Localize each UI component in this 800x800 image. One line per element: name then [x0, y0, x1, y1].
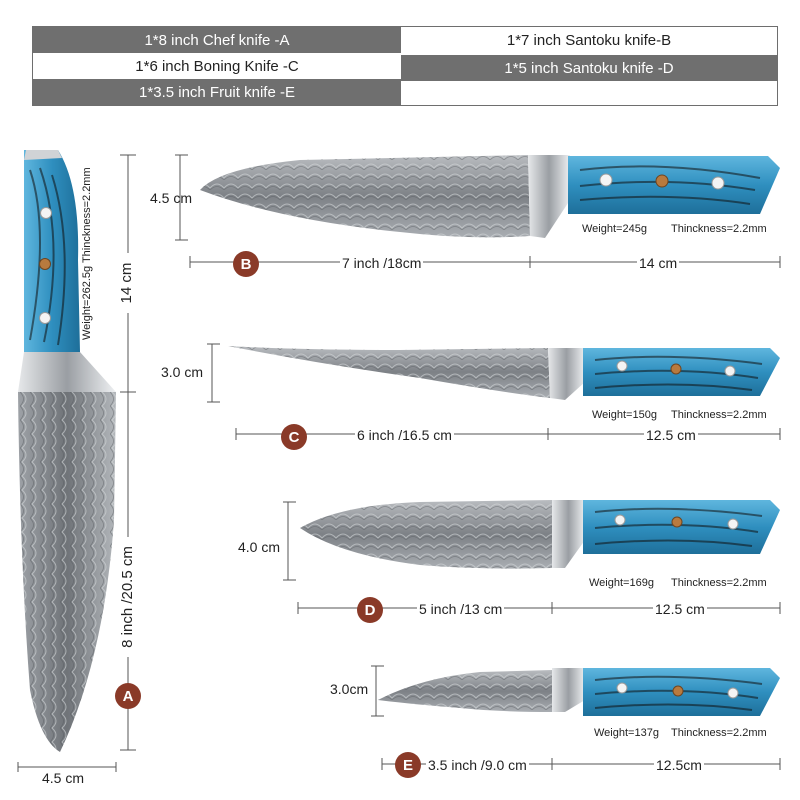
rivet-icon: [39, 312, 51, 324]
knife-d-height: 4.0 cm: [238, 539, 281, 555]
mosaic-rivet-icon: [39, 258, 51, 270]
knife-b-dimensions: [175, 154, 781, 268]
table-cell-santoku-7: 1*7 inch Santoku knife-B: [401, 27, 777, 53]
table-cell-boning-knife: 1*6 inch Boning Knife -C: [33, 53, 401, 79]
knife-d-thickness: Thinckness=2.2mm: [671, 577, 767, 589]
knife-b-thickness: Thinckness=2.2mm: [671, 223, 767, 235]
knife-b-height: 4.5 cm: [150, 190, 193, 206]
knife-c-height: 3.0 cm: [161, 364, 204, 380]
knife-a-handle-length: 14 cm: [118, 253, 136, 313]
knife-e-weight: Weight=137g: [594, 727, 659, 739]
knife-e-thickness: Thinckness=2.2mm: [671, 727, 767, 739]
knife-b-blade-length: 7 inch /18cm: [340, 255, 424, 271]
knife-d-drawing: [300, 500, 780, 569]
knife-a-drawing: [18, 150, 116, 752]
knife-e-blade-length: 3.5 inch /9.0 cm: [426, 757, 529, 773]
knife-a-blade-length: 8 inch /20.5 cm: [119, 537, 137, 657]
knife-e-height: 3.0cm: [330, 681, 369, 697]
knife-a-width: 4.5 cm: [42, 770, 85, 786]
knife-b-badge: B: [233, 251, 259, 277]
rivet-icon: [40, 207, 52, 219]
knife-c-thickness: Thinckness=2.2mm: [671, 409, 767, 421]
knife-e-handle-length: 12.5cm: [654, 757, 704, 773]
knife-e-badge: E: [395, 752, 421, 778]
knife-b-drawing: [200, 155, 780, 238]
table-cell-chef-knife: 1*8 inch Chef knife -A: [33, 27, 401, 53]
table-cell-fruit-knife: 1*3.5 inch Fruit knife -E: [33, 79, 401, 105]
knife-set-table: 1*8 inch Chef knife -A 1*7 inch Santoku …: [32, 26, 778, 106]
table-cell-santoku-5: 1*5 inch Santoku knife -D: [401, 55, 777, 81]
knife-c-drawing: [228, 346, 780, 400]
knife-d-weight: Weight=169g: [589, 577, 654, 589]
knife-e-drawing: [378, 668, 780, 716]
knife-b-handle-length: 14 cm: [637, 255, 680, 271]
knife-d-badge: D: [357, 597, 383, 623]
knife-c-badge: C: [281, 424, 307, 450]
knife-a-badge: A: [115, 683, 141, 709]
knife-c-blade-length: 6 inch /16.5 cm: [355, 427, 454, 443]
knife-d-blade-length: 5 inch /13 cm: [417, 601, 505, 617]
knife-a-specs: Weight=262.5g Thinckness=2.2mm: [81, 167, 93, 340]
knife-b-weight: Weight=245g: [582, 223, 647, 235]
knife-d-handle-length: 12.5 cm: [653, 601, 707, 617]
knife-c-weight: Weight=150g: [592, 409, 657, 421]
knife-c-handle-length: 12.5 cm: [644, 427, 698, 443]
table-cell-empty: [401, 81, 777, 105]
